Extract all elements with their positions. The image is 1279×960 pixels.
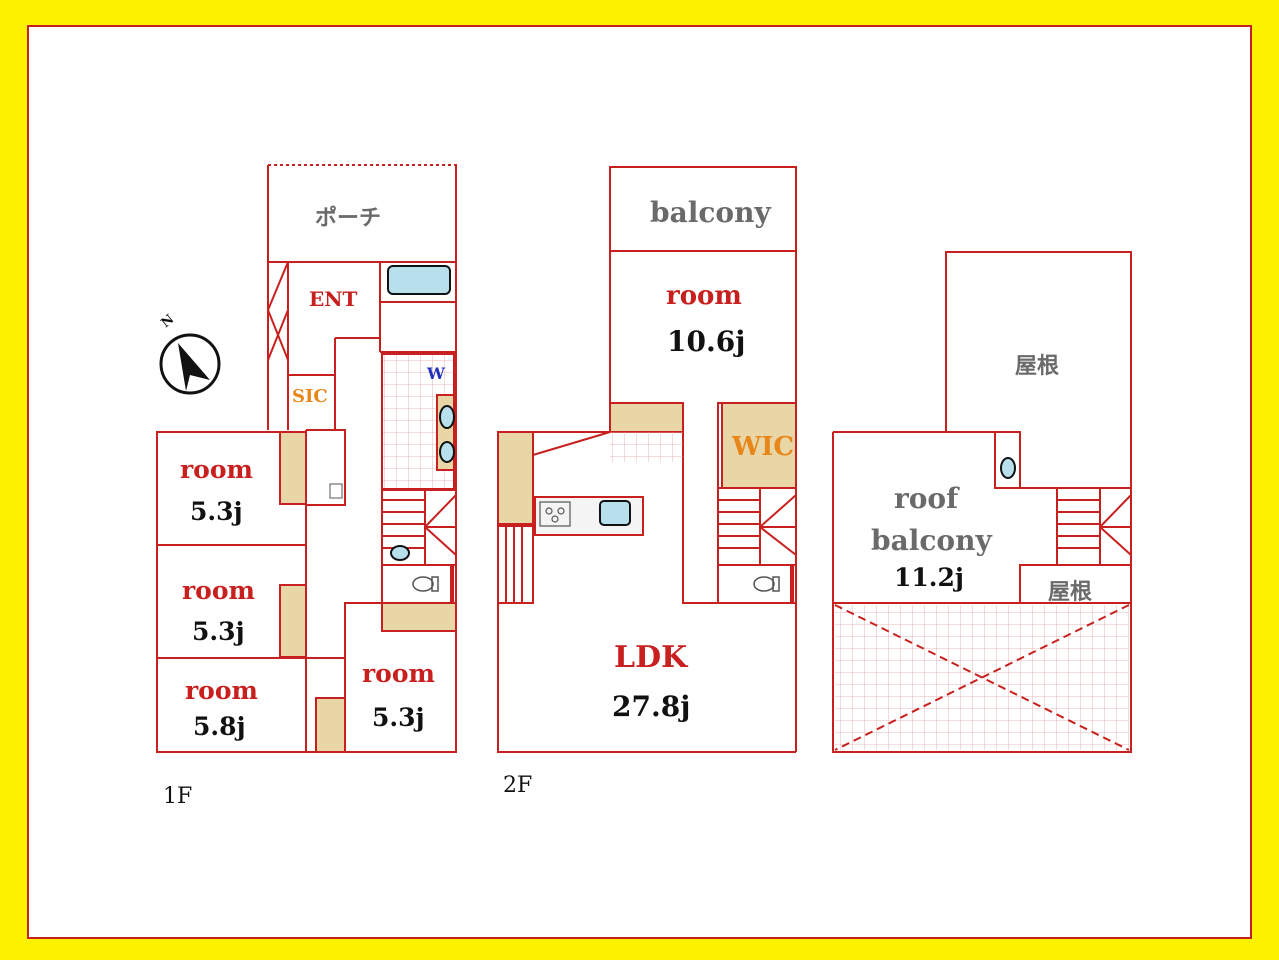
room-2f-size: 10.6j: [667, 325, 746, 358]
walk-in-closet-label: WIC: [732, 432, 795, 462]
sink-icon: [1000, 457, 1016, 479]
floor-2-plan: [497, 166, 797, 753]
sink-icon: [390, 545, 410, 561]
roof-balcony-line1: roof: [894, 482, 959, 515]
roof-balcony-line2: balcony: [871, 524, 992, 557]
room-1f-a-size: 5.3j: [190, 497, 243, 526]
room-1f-c-size: 5.8j: [193, 712, 246, 741]
shoe-closet-label: SIC: [292, 386, 328, 407]
roof-plan: [832, 251, 1132, 753]
room-1f-b-name: room: [182, 576, 255, 605]
floor-1-label: 1F: [163, 784, 193, 809]
meter-icon: [329, 483, 343, 499]
porch-label: ポーチ: [315, 206, 382, 231]
entrance-label: ENT: [309, 287, 358, 311]
bathtub-icon: [387, 265, 451, 295]
toilet-icon: [412, 576, 439, 592]
washer-label: W: [427, 364, 445, 383]
floor-plan-sheet: [27, 25, 1252, 939]
sink-icon: [439, 441, 455, 463]
room-1f-a-name: room: [180, 455, 253, 484]
roof-balcony-size: 11.2j: [894, 563, 964, 592]
room-1f-d-name: room: [362, 659, 435, 688]
room-1f-d-size: 5.3j: [372, 703, 425, 732]
kitchen-sink-icon: [599, 500, 631, 526]
room-1f-b-size: 5.3j: [192, 617, 245, 646]
sink-icon: [439, 405, 455, 429]
compass-icon: [159, 333, 221, 395]
ldk-size: 27.8j: [612, 690, 691, 723]
roof-side-label: 屋根: [1048, 580, 1093, 605]
ldk-name: LDK: [614, 640, 688, 675]
balcony-label: balcony: [650, 196, 771, 229]
toilet-icon: [753, 576, 780, 592]
floor-2-label: 2F: [503, 773, 533, 798]
roof-top-label: 屋根: [1015, 354, 1060, 379]
stove-icon: [539, 501, 571, 527]
room-1f-c-name: room: [185, 676, 258, 705]
room-2f-name: room: [666, 281, 742, 311]
